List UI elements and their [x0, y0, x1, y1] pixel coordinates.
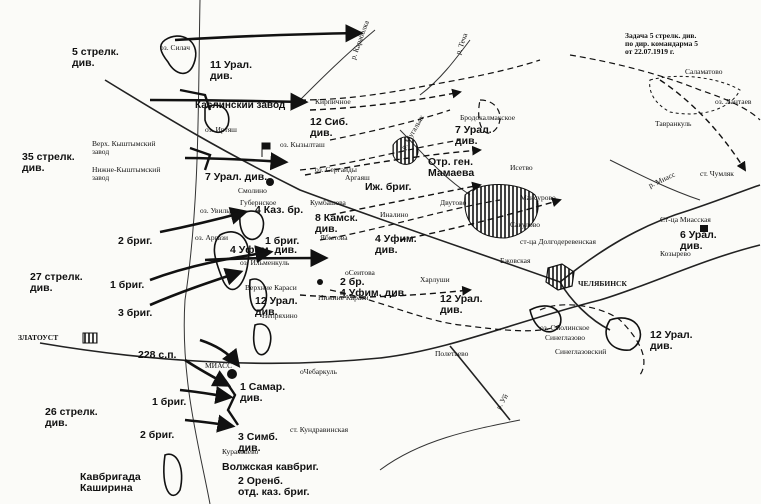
- railway-lines: [39, 79, 761, 421]
- place-uvildy: оз. Увильды: [200, 206, 239, 215]
- place-kumbasheva: Кумбашева: [310, 198, 347, 207]
- place-kasli: Каслинский завод: [195, 100, 286, 111]
- place-zlatoust: ЗЛАТОУСТ: [18, 333, 58, 342]
- label-brig1b: 1 бриг.: [110, 279, 144, 291]
- label-35-div: 35 стрелк.див.: [22, 151, 75, 174]
- label-11-ural: 11 Урал.див.: [210, 59, 252, 82]
- enemy-concentrations: [392, 136, 539, 239]
- place-miasskaya: Ст-ца Миасская: [660, 215, 711, 224]
- place-isetskoe: Исетво: [510, 163, 533, 172]
- label-5-div: 5 стрелк.див.: [72, 46, 119, 69]
- place-kuramshevo: Курамшево: [222, 447, 259, 456]
- place-dvutovo: Двутово: [440, 198, 467, 207]
- place-lantaevo: оз. Лантаев: [715, 97, 752, 106]
- place-ezhovskaya: Ежовская: [500, 256, 531, 265]
- place-karabolka: р. Караболка: [348, 19, 371, 61]
- label-kamsk8: 8 Камск.див.: [315, 212, 358, 235]
- label-7-ural-b: 7 Урал. див.: [205, 171, 267, 183]
- place-sakulovo: Сакулово: [510, 220, 540, 229]
- label-mamaev: Отр. ген.Мамаева: [428, 156, 474, 179]
- place-smolinskoe: оз. Смолинское: [540, 323, 590, 332]
- label-ufim4b: 4 Уфим.див.: [375, 233, 417, 256]
- place-irtyash: оз. Иртяш: [205, 125, 237, 134]
- place-miass-river: р. Миасс: [647, 169, 677, 189]
- place-uy: р. Уй: [494, 392, 510, 411]
- salamatovo-area: [649, 75, 741, 115]
- place-sinegla: Синеглазово: [545, 333, 585, 342]
- miass-marker: [227, 369, 237, 379]
- label-27-div: 27 стрелк.див.: [30, 271, 83, 294]
- place-chelyabinsk: ЧЕЛЯБИНСК: [578, 279, 627, 288]
- label-brig1c: 1 бриг.: [152, 396, 186, 408]
- place-nepryakhino: Непряхино: [262, 311, 298, 320]
- label-brig2a: 2 бриг.: [118, 235, 152, 247]
- place-yabtova: Ябытова: [320, 233, 348, 242]
- label-ufim4a: 4 Уфим. див.: [230, 244, 297, 256]
- place-sineglazovsky: Синеглазовский: [555, 347, 606, 356]
- label-samar1: 1 Самар.див.: [240, 381, 285, 404]
- place-ivanovo: Иналино: [380, 210, 409, 219]
- label-7-ural-a: 7 Урал.див.: [455, 124, 492, 147]
- place-poletaevo: Полетаево: [435, 349, 469, 358]
- label-ufim4c: 4 Уфим. див.: [340, 287, 407, 299]
- label-26-div: 26 стрелк.див.: [45, 406, 98, 429]
- chelyabinsk-marker: [545, 263, 575, 291]
- place-mansurovo: Мансурово: [520, 193, 556, 202]
- place-chebarkul: оЧебаркуль: [300, 367, 338, 376]
- place-verkh-karasi: Верхние Караси: [245, 283, 297, 292]
- task-note: Задача 5 стрелк. див.по дир. командарма …: [625, 31, 698, 56]
- label-brig2c: 2 бриг.: [140, 429, 174, 441]
- place-salamatovo: Саламатово: [685, 67, 723, 76]
- place-kharlushi: Харлуши: [420, 275, 450, 284]
- label-brig3: 3 бриг.: [118, 307, 152, 319]
- label-sp228: 228 с.п.: [138, 349, 177, 361]
- place-seitova: оСеитова: [345, 268, 376, 277]
- place-argazi: оз. Аргази: [195, 233, 228, 242]
- place-kyzyltash: оз. Кызылташ: [280, 140, 325, 149]
- place-sergaidy: оз. Сергайды: [315, 165, 357, 174]
- front-line-marks: [179, 88, 239, 426]
- place-kirpichnoe: Кирпичное: [315, 97, 351, 106]
- place-gubernskoe: Губернское: [240, 198, 277, 207]
- label-ural6: 6 Урал.див.: [680, 229, 717, 252]
- place-tavrankul: Тавранкуль: [655, 119, 692, 128]
- place-smolino: Смолино: [238, 186, 267, 195]
- label-izh: Иж. бриг.: [365, 181, 412, 193]
- place-kozyrevo: Козырево: [660, 249, 691, 258]
- zlatoust-marker: [82, 332, 98, 344]
- place-silach: оз. Силач: [160, 43, 190, 52]
- place-ilmenkul: оз. Ильменкуль: [240, 258, 290, 267]
- place-chumlyak: ст. Чумляк: [700, 169, 734, 178]
- label-ural12b: 12 Урал.див.: [440, 293, 483, 316]
- label-orenb2: 2 Оренб.отд. каз. бриг.: [238, 475, 310, 498]
- place-brodokalmak: Бродокалмакское: [460, 113, 516, 122]
- label-brig2b: 2 бр.: [340, 276, 365, 288]
- red-attack-arrows: [149, 24, 364, 433]
- label-kaz4: 4 Каз. бр.: [255, 204, 303, 216]
- place-miass: МИАСС: [205, 361, 232, 370]
- label-simb3: 3 Симб.див.: [238, 431, 278, 454]
- place-nizh-karasi: Нижние Караси: [318, 293, 369, 302]
- label-ural12c: 12 Урал.див.: [650, 329, 693, 352]
- label-brig1a: 1 бриг.: [265, 235, 299, 247]
- label-volzh: Волжская кавбриг.: [222, 461, 319, 473]
- place-argayash: Аргаяш: [345, 173, 370, 182]
- place-kundrav: ст. Кундравинская: [290, 425, 349, 434]
- flag-icons: [261, 142, 708, 285]
- label-12-sib: 12 Сиб.див.: [310, 116, 348, 139]
- label-ural12a: 12 Урал.див.: [255, 295, 298, 318]
- place-dolgoderev: ст-ца Долгодеревенская: [520, 237, 597, 246]
